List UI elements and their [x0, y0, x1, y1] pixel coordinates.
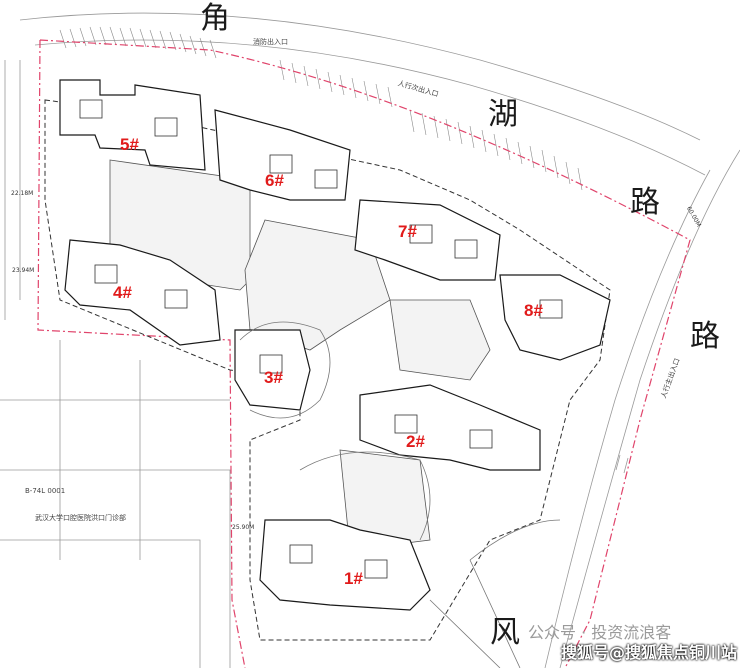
- dimension-label: 23.94M: [12, 267, 35, 274]
- watermark-line-1: 公众号 · 投资流浪客: [528, 623, 672, 642]
- road-edge-east-inner: [544, 169, 711, 668]
- building-8-footprint: [499, 274, 611, 361]
- lane-marking: [615, 454, 629, 474]
- building-3-footprint: [234, 329, 311, 411]
- building-label-3: 3#: [264, 368, 283, 387]
- building-5-footprint: [59, 79, 206, 171]
- road-name-char: 角: [200, 1, 230, 36]
- road-name-char: 风: [490, 615, 520, 650]
- fire-exit-label: 消防出入口: [253, 38, 288, 46]
- building-label-5: 5#: [120, 135, 139, 154]
- building-label-7: 7#: [398, 222, 417, 241]
- parking-hatch-north: [59, 26, 583, 191]
- dimension-label: 25.90M: [232, 524, 255, 531]
- building-label-2: 2#: [406, 432, 425, 451]
- watermark-line-2: 搜狐号@搜狐焦点铜川站: [561, 643, 738, 662]
- road-name-char: 路: [690, 319, 720, 354]
- neighbor-block-label: B-74L 0001: [25, 487, 66, 495]
- building-7-footprint: [354, 199, 501, 281]
- building-label-1: 1#: [344, 569, 363, 588]
- building-setback-line: [44, 99, 611, 641]
- road-edge-north-outer: [19, 12, 701, 141]
- road-edge-east-outer: [559, 149, 740, 668]
- building-label-8: 8#: [524, 301, 543, 320]
- road-edge-north-inner: [34, 39, 706, 176]
- road-name-char: 路: [630, 185, 660, 220]
- road-name-char: 湖: [488, 97, 518, 132]
- plaza-south: [339, 449, 431, 551]
- courtyard-east: [389, 299, 491, 381]
- site-red-line: [37, 39, 691, 668]
- hospital-note: 武汉大学口腔医院洪口门诊部: [35, 514, 126, 522]
- building-label-4: 4#: [113, 283, 132, 302]
- building-label-6: 6#: [265, 171, 284, 190]
- dimension-label: 22.18M: [11, 190, 34, 197]
- building-1-footprint: [259, 519, 431, 611]
- building-2-footprint: [359, 384, 541, 471]
- road-edge-west: [4, 60, 21, 320]
- building-4-footprint: [64, 239, 221, 346]
- neighbor-parcel-edge: [0, 469, 231, 668]
